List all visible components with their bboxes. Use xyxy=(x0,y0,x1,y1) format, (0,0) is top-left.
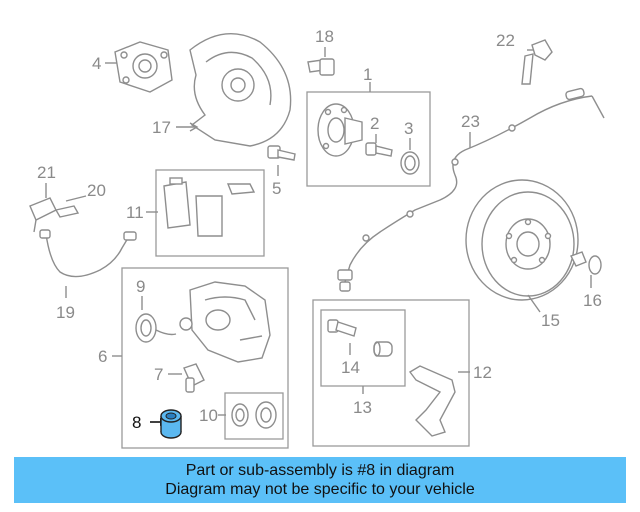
part-22-sensor[interactable] xyxy=(521,39,553,85)
part-17-splash-shield[interactable] xyxy=(176,33,292,147)
info-banner: Part or sub-assembly is #8 in diagram Di… xyxy=(14,457,626,503)
part-5-bolt[interactable] xyxy=(267,145,296,176)
label-16: 16 xyxy=(583,291,602,310)
label-5: 5 xyxy=(272,179,281,198)
part-21-bracket[interactable] xyxy=(29,183,57,233)
banner-line-1: Part or sub-assembly is #8 in diagram xyxy=(185,462,455,479)
caliper-body[interactable] xyxy=(179,281,271,363)
part-23-abs-sensor-cable[interactable] xyxy=(337,87,605,292)
box-repair-kit xyxy=(224,392,284,440)
label-6: 6 xyxy=(98,347,107,366)
part-4-wheel-bearing-housing[interactable] xyxy=(105,41,173,93)
label-9: 9 xyxy=(136,277,145,296)
label-23: 23 xyxy=(461,112,480,131)
label-4: 4 xyxy=(92,54,101,73)
part-16-rotor-screw[interactable] xyxy=(570,251,602,288)
label-12: 12 xyxy=(473,363,492,382)
part-3-seal-ring[interactable] xyxy=(400,138,420,175)
label-14: 14 xyxy=(341,358,360,377)
label-15: 15 xyxy=(541,311,560,330)
part-9-spring[interactable] xyxy=(135,296,177,343)
part-1-hub-bearing[interactable] xyxy=(317,82,371,157)
label-22: 22 xyxy=(496,31,515,50)
part-2-hub-bolt[interactable] xyxy=(365,134,393,157)
box-carrier-assembly xyxy=(312,299,470,447)
part-7-bleeder[interactable] xyxy=(168,363,205,393)
label-17: 17 xyxy=(152,118,171,137)
part-19-brake-hose[interactable] xyxy=(39,229,137,298)
label-19: 19 xyxy=(56,303,75,322)
label-20: 20 xyxy=(87,181,106,200)
box-brake-pads xyxy=(155,169,265,257)
box-caliper-assembly xyxy=(121,267,289,449)
label-2: 2 xyxy=(370,114,379,133)
label-18: 18 xyxy=(315,27,334,46)
part-11-brake-pads[interactable] xyxy=(146,177,256,237)
label-8: 8 xyxy=(132,413,141,432)
label-1: 1 xyxy=(363,65,372,84)
label-21: 21 xyxy=(37,163,56,182)
part-12-caliper-carrier[interactable] xyxy=(408,365,470,437)
label-11: 11 xyxy=(126,203,144,222)
part-18-bolt[interactable] xyxy=(307,47,335,76)
box-hub-assembly xyxy=(306,91,431,187)
parts-diagram: 1 2 3 4 5 6 7 8 9 10 11 12 13 14 15 16 1… xyxy=(29,27,605,449)
label-3: 3 xyxy=(404,119,413,138)
label-13: 13 xyxy=(353,398,372,417)
part-14-guide-pins[interactable] xyxy=(327,319,393,357)
label-10: 10 xyxy=(199,406,218,425)
banner-line-2: Diagram may not be specific to your vehi… xyxy=(165,481,475,498)
part-10-repair-kit[interactable] xyxy=(218,401,277,429)
part-20-clip[interactable] xyxy=(54,195,87,218)
label-7: 7 xyxy=(154,365,163,384)
part-15-brake-rotor[interactable] xyxy=(465,179,579,313)
part-8-highlighted-part[interactable] xyxy=(150,409,182,439)
